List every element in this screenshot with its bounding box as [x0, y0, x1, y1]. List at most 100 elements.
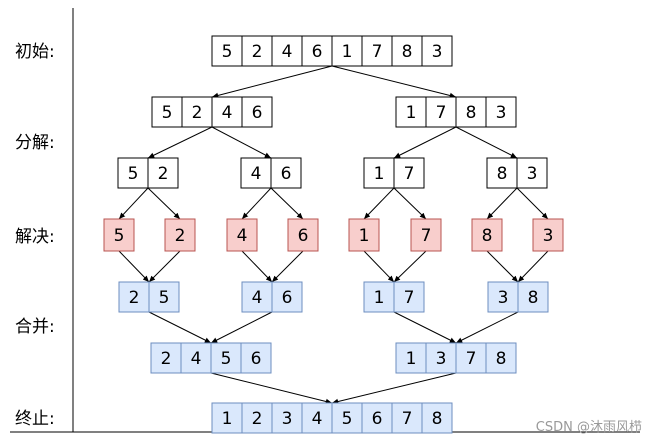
array-cell: [517, 281, 549, 313]
array-cell-value: 2: [252, 42, 263, 62]
singles-array: 4: [226, 218, 258, 252]
array-cell: [363, 281, 395, 313]
array-cell-value: 1: [406, 349, 417, 369]
array-cell-value: 8: [482, 226, 493, 246]
arrow: [363, 187, 395, 220]
array-cell-value: 8: [432, 409, 443, 429]
array-cell-value: 2: [252, 409, 263, 429]
array-cell: [240, 157, 272, 189]
arrow: [455, 311, 519, 344]
array-cell-value: 8: [496, 349, 507, 369]
array-cell-value: 6: [312, 42, 323, 62]
array-cell: [331, 35, 363, 67]
array-cell: [361, 35, 393, 67]
arrow: [118, 250, 150, 283]
array-cell-value: 7: [421, 226, 432, 246]
array-cell-value: 4: [222, 103, 233, 123]
singles-array: 7: [410, 218, 442, 252]
array-cell: [486, 157, 518, 189]
array-cell-value: 8: [402, 42, 413, 62]
array-cell-value: 7: [404, 164, 415, 184]
array-cell: [487, 281, 519, 313]
arrow: [210, 311, 273, 344]
array-cell: [391, 402, 423, 434]
stage-label-split: 分解:: [15, 133, 55, 153]
array-cell: [421, 402, 453, 434]
arrow: [118, 187, 149, 220]
stage-label-init: 初始:: [15, 42, 55, 62]
array-cell: [301, 35, 333, 67]
array-cell: [516, 157, 548, 189]
array-cell-value: 3: [432, 42, 443, 62]
arrow: [516, 187, 549, 220]
array-cell-value: 7: [436, 103, 447, 123]
array-cell: [455, 342, 487, 374]
array-cell-value: 2: [158, 164, 169, 184]
array-cell: [391, 35, 423, 67]
arrow: [486, 187, 518, 220]
array-cell: [395, 96, 427, 128]
array-cell: [270, 157, 302, 189]
array-cell-value: 4: [252, 288, 263, 308]
arrow: [455, 126, 518, 159]
array-cell-value: 5: [221, 349, 232, 369]
array-cell: [532, 218, 564, 252]
singles-array: 6: [287, 218, 319, 252]
arrow: [211, 126, 272, 159]
array-cell: [471, 218, 503, 252]
array-cell-value: 5: [114, 226, 125, 246]
array-cell: [485, 96, 517, 128]
array-cell: [147, 157, 179, 189]
array-cell-value: 4: [191, 349, 202, 369]
stage-label-merge: 合并:: [15, 317, 55, 337]
array-cell-value: 3: [282, 409, 293, 429]
array-cell-value: 8: [466, 103, 477, 123]
arrow: [270, 187, 304, 220]
arrow: [331, 65, 457, 99]
array-cell: [455, 96, 487, 128]
singles-array: 2: [164, 218, 196, 252]
array-cell: [150, 342, 182, 374]
arrow: [210, 372, 333, 405]
singles-array: 5: [103, 218, 135, 252]
array-cell: [211, 402, 243, 434]
arrow: [241, 250, 273, 283]
array-cell-value: 7: [372, 42, 383, 62]
array-cell-value: 4: [282, 42, 293, 62]
array-cell-value: 6: [282, 288, 293, 308]
array-cell: [226, 218, 258, 252]
array-cell-value: 1: [342, 42, 353, 62]
array-cell-value: 4: [237, 226, 248, 246]
array-cell-value: 5: [159, 288, 170, 308]
singles-array: 1: [348, 218, 380, 252]
array-cell-value: 5: [222, 42, 233, 62]
array-cell: [301, 402, 333, 434]
array-cell-value: 3: [436, 349, 447, 369]
array-cell-value: 7: [466, 349, 477, 369]
arrow: [148, 250, 181, 283]
array-cell: [287, 218, 319, 252]
array-cell-value: 8: [528, 288, 539, 308]
array-cell-value: 1: [406, 103, 417, 123]
array-cell: [241, 281, 273, 313]
array-cell: [103, 218, 135, 252]
array-cell: [363, 157, 395, 189]
array-cell-value: 2: [175, 226, 186, 246]
array-cell-value: 1: [374, 164, 385, 184]
array-cell-value: 6: [251, 349, 262, 369]
array-cell-value: 2: [129, 288, 140, 308]
array-cell-value: 1: [359, 226, 370, 246]
arrow: [393, 187, 427, 220]
array-cell: [421, 35, 453, 67]
array-cell: [148, 281, 180, 313]
array-cell-value: 3: [498, 288, 509, 308]
array-cell-value: 1: [374, 288, 385, 308]
